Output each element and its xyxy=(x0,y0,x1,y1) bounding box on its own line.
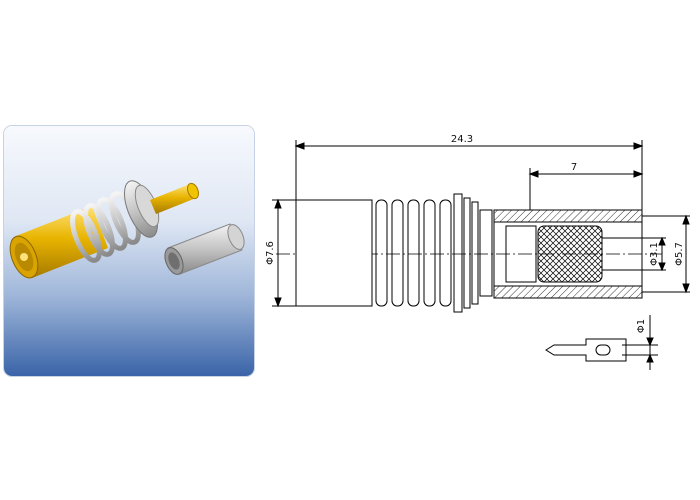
spring-outline xyxy=(375,199,452,307)
dim-pin-diameter: Φ1 xyxy=(636,319,647,333)
ferrule-wall-bottom xyxy=(493,285,643,299)
crimp-ferrule xyxy=(164,223,245,275)
gold-tail xyxy=(150,182,200,214)
dim-outer-diameter: Φ5.7 xyxy=(674,242,685,266)
dim-crimp-length: 7 xyxy=(571,162,577,173)
dim-overall-length: 24.3 xyxy=(451,134,473,145)
contact-pin xyxy=(545,315,658,370)
insulator xyxy=(505,225,537,283)
technical-drawing: 24.3 7 Φ7.6 Φ3.1 Φ5.7 Φ1 xyxy=(265,134,690,370)
braid-mesh xyxy=(537,225,603,283)
flange-outline xyxy=(453,193,493,313)
body-outline xyxy=(295,199,373,307)
ferrule-bore xyxy=(493,221,643,287)
product-render-panel xyxy=(4,126,254,376)
connector-render xyxy=(9,180,245,279)
dim-inner-diameter: Φ3.1 xyxy=(649,242,660,266)
ferrule-wall-top xyxy=(493,209,643,223)
dim-body-diameter: Φ7.6 xyxy=(265,241,276,265)
